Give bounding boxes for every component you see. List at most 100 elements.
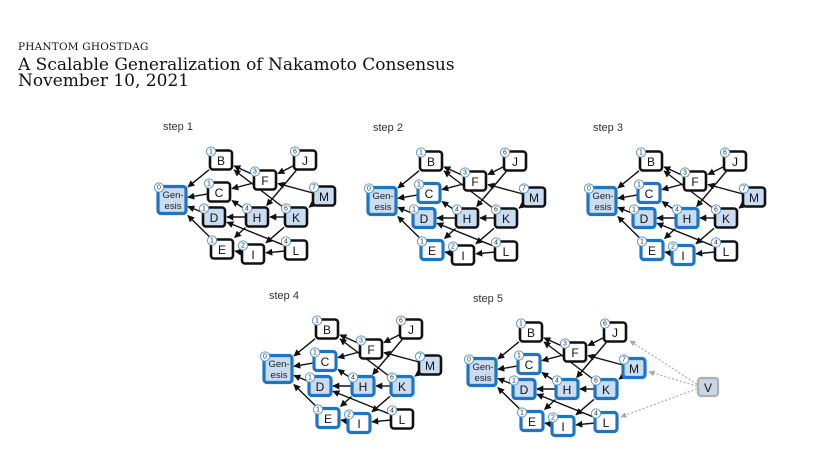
block-C[interactable]: C1 bbox=[203, 178, 232, 203]
edge-L-D bbox=[656, 222, 715, 247]
edge-I-E bbox=[544, 420, 552, 428]
block-J[interactable]: J6 bbox=[499, 147, 528, 172]
block-K[interactable]: K6 bbox=[710, 204, 739, 229]
edge-D-Genesis bbox=[397, 206, 413, 214]
block-C[interactable]: C1 bbox=[309, 347, 338, 373]
block-I[interactable]: I2 bbox=[237, 240, 266, 265]
edge-D-Genesis bbox=[617, 206, 633, 214]
block-label: H bbox=[253, 211, 262, 225]
block-label: Gen- bbox=[268, 359, 289, 370]
virtual-edge-J bbox=[629, 340, 698, 385]
block-H[interactable]: H4 bbox=[241, 203, 270, 228]
block-L[interactable]: L4 bbox=[590, 408, 619, 434]
block-M[interactable]: M7 bbox=[414, 351, 443, 376]
blue-score-badge: 1 bbox=[309, 347, 321, 358]
block-label: H bbox=[463, 212, 472, 226]
block-I[interactable]: I2 bbox=[547, 412, 576, 438]
block-B[interactable]: B1 bbox=[311, 315, 340, 340]
blue-score-badge: 6 bbox=[490, 204, 502, 215]
block-J[interactable]: J6 bbox=[719, 147, 748, 172]
block-I[interactable]: I2 bbox=[667, 241, 696, 267]
block-L[interactable]: L4 bbox=[490, 237, 519, 262]
block-M[interactable]: M7 bbox=[618, 354, 647, 380]
block-H[interactable]: H4 bbox=[347, 372, 376, 398]
block-D[interactable]: D1 bbox=[198, 203, 227, 228]
block-L[interactable]: L4 bbox=[280, 236, 309, 261]
block-I[interactable]: I2 bbox=[447, 241, 476, 266]
edge-D-Genesis bbox=[187, 205, 203, 213]
block-label: Gen- bbox=[472, 362, 493, 373]
block-M[interactable]: M7 bbox=[308, 182, 337, 207]
blue-score: 6 bbox=[723, 150, 727, 157]
blue-score: 1 bbox=[315, 318, 319, 325]
block-H[interactable]: H4 bbox=[551, 375, 580, 401]
edge-M-K bbox=[414, 369, 423, 377]
block-I[interactable]: I2 bbox=[343, 409, 372, 435]
virtual-block-V[interactable]: V bbox=[696, 376, 720, 398]
block-E[interactable]: E1 bbox=[312, 404, 341, 430]
blue-score-badge: 7 bbox=[738, 183, 750, 194]
blue-score-badge: 6 bbox=[710, 204, 722, 215]
block-F[interactable]: F3 bbox=[249, 166, 278, 191]
edge-M-K bbox=[618, 372, 627, 380]
block-B[interactable]: B1 bbox=[205, 146, 234, 171]
block-label: esis bbox=[375, 202, 392, 213]
block-L[interactable]: L4 bbox=[710, 237, 739, 262]
block-K[interactable]: K6 bbox=[490, 204, 519, 229]
block-D[interactable]: D1 bbox=[508, 375, 537, 401]
block-F[interactable]: F3 bbox=[679, 167, 708, 192]
block-F[interactable]: F3 bbox=[559, 338, 588, 363]
block-B[interactable]: B1 bbox=[415, 147, 444, 172]
block-M[interactable]: M7 bbox=[738, 183, 767, 208]
block-E[interactable]: E1 bbox=[416, 236, 445, 262]
block-E[interactable]: E1 bbox=[206, 235, 235, 260]
edge-B-Genesis bbox=[397, 170, 420, 189]
edge-C-Genesis bbox=[187, 192, 208, 200]
blue-score-badge: 6 bbox=[599, 318, 611, 329]
block-J[interactable]: J6 bbox=[289, 146, 318, 171]
blue-score: 3 bbox=[563, 341, 567, 348]
blue-score-badge: 3 bbox=[459, 167, 471, 178]
blue-score: 2 bbox=[551, 415, 555, 422]
block-label: M bbox=[749, 191, 759, 205]
block-B[interactable]: B1 bbox=[635, 147, 664, 172]
block-J[interactable]: J6 bbox=[599, 318, 628, 343]
edge-E-Genesis bbox=[497, 387, 522, 411]
block-K[interactable]: K6 bbox=[280, 203, 309, 228]
block-J[interactable]: J6 bbox=[395, 315, 424, 340]
block-F[interactable]: F3 bbox=[355, 335, 384, 360]
block-D[interactable]: D1 bbox=[304, 372, 333, 398]
block-K[interactable]: K6 bbox=[590, 375, 619, 401]
block-C[interactable]: C1 bbox=[513, 350, 542, 376]
step-label: step 5 bbox=[473, 293, 503, 305]
block-D[interactable]: D1 bbox=[628, 204, 657, 230]
block-label: D bbox=[520, 383, 529, 397]
edge-L-I bbox=[265, 248, 285, 256]
block-C[interactable]: C1 bbox=[633, 179, 662, 205]
step-label: step 3 bbox=[593, 122, 623, 134]
block-C[interactable]: C1 bbox=[413, 179, 442, 205]
block-M[interactable]: M7 bbox=[518, 183, 547, 208]
block-F[interactable]: F3 bbox=[459, 167, 488, 192]
block-L[interactable]: L4 bbox=[386, 405, 415, 430]
blue-score: 3 bbox=[359, 338, 363, 345]
blue-score: 1 bbox=[512, 378, 516, 385]
block-B[interactable]: B1 bbox=[515, 318, 544, 343]
block-K[interactable]: K6 bbox=[386, 372, 415, 398]
blue-score-badge: 1 bbox=[206, 235, 218, 246]
block-E[interactable]: E1 bbox=[516, 407, 545, 433]
block-E[interactable]: E1 bbox=[636, 236, 665, 262]
edge-L-D bbox=[436, 222, 495, 247]
block-D[interactable]: D1 bbox=[408, 204, 437, 230]
block-H[interactable]: H4 bbox=[671, 204, 700, 230]
block-H[interactable]: H4 bbox=[451, 204, 480, 229]
blue-score-badge: 6 bbox=[386, 372, 398, 383]
virtual-edge-L bbox=[620, 388, 698, 418]
blue-score-badge: 4 bbox=[710, 237, 722, 248]
edge-L-D bbox=[332, 390, 391, 415]
